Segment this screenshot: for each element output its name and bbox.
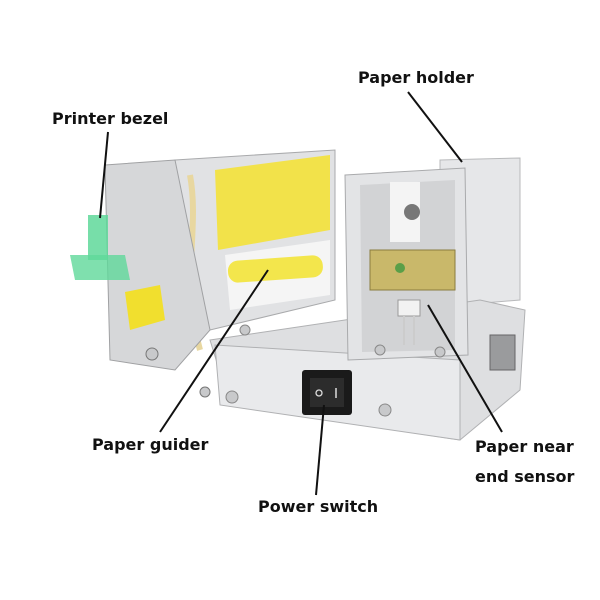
leader-line-power-switch [315,404,325,496]
sensor-board [369,249,456,291]
label-paper-holder: Paper holder [358,68,474,87]
leader-line-paper-holder [407,91,463,163]
leader-line-paper-guider [159,269,269,433]
leader-line-sensor [427,304,503,433]
label-sensor-line1: Paper near [475,437,574,456]
warning-label [215,155,330,250]
paper-guider [227,255,323,283]
label-sensor-line2: end sensor [475,467,575,486]
label-paper-guider: Paper guider [92,435,209,454]
serial-connector [489,334,516,371]
sensor-connector [397,299,421,317]
label-power-switch: Power switch [258,497,379,516]
label-printer-bezel: Printer bezel [52,109,169,128]
bezel-latch [125,285,165,330]
printer-bezel [88,215,108,260]
leader-line-printer-bezel [99,131,109,219]
